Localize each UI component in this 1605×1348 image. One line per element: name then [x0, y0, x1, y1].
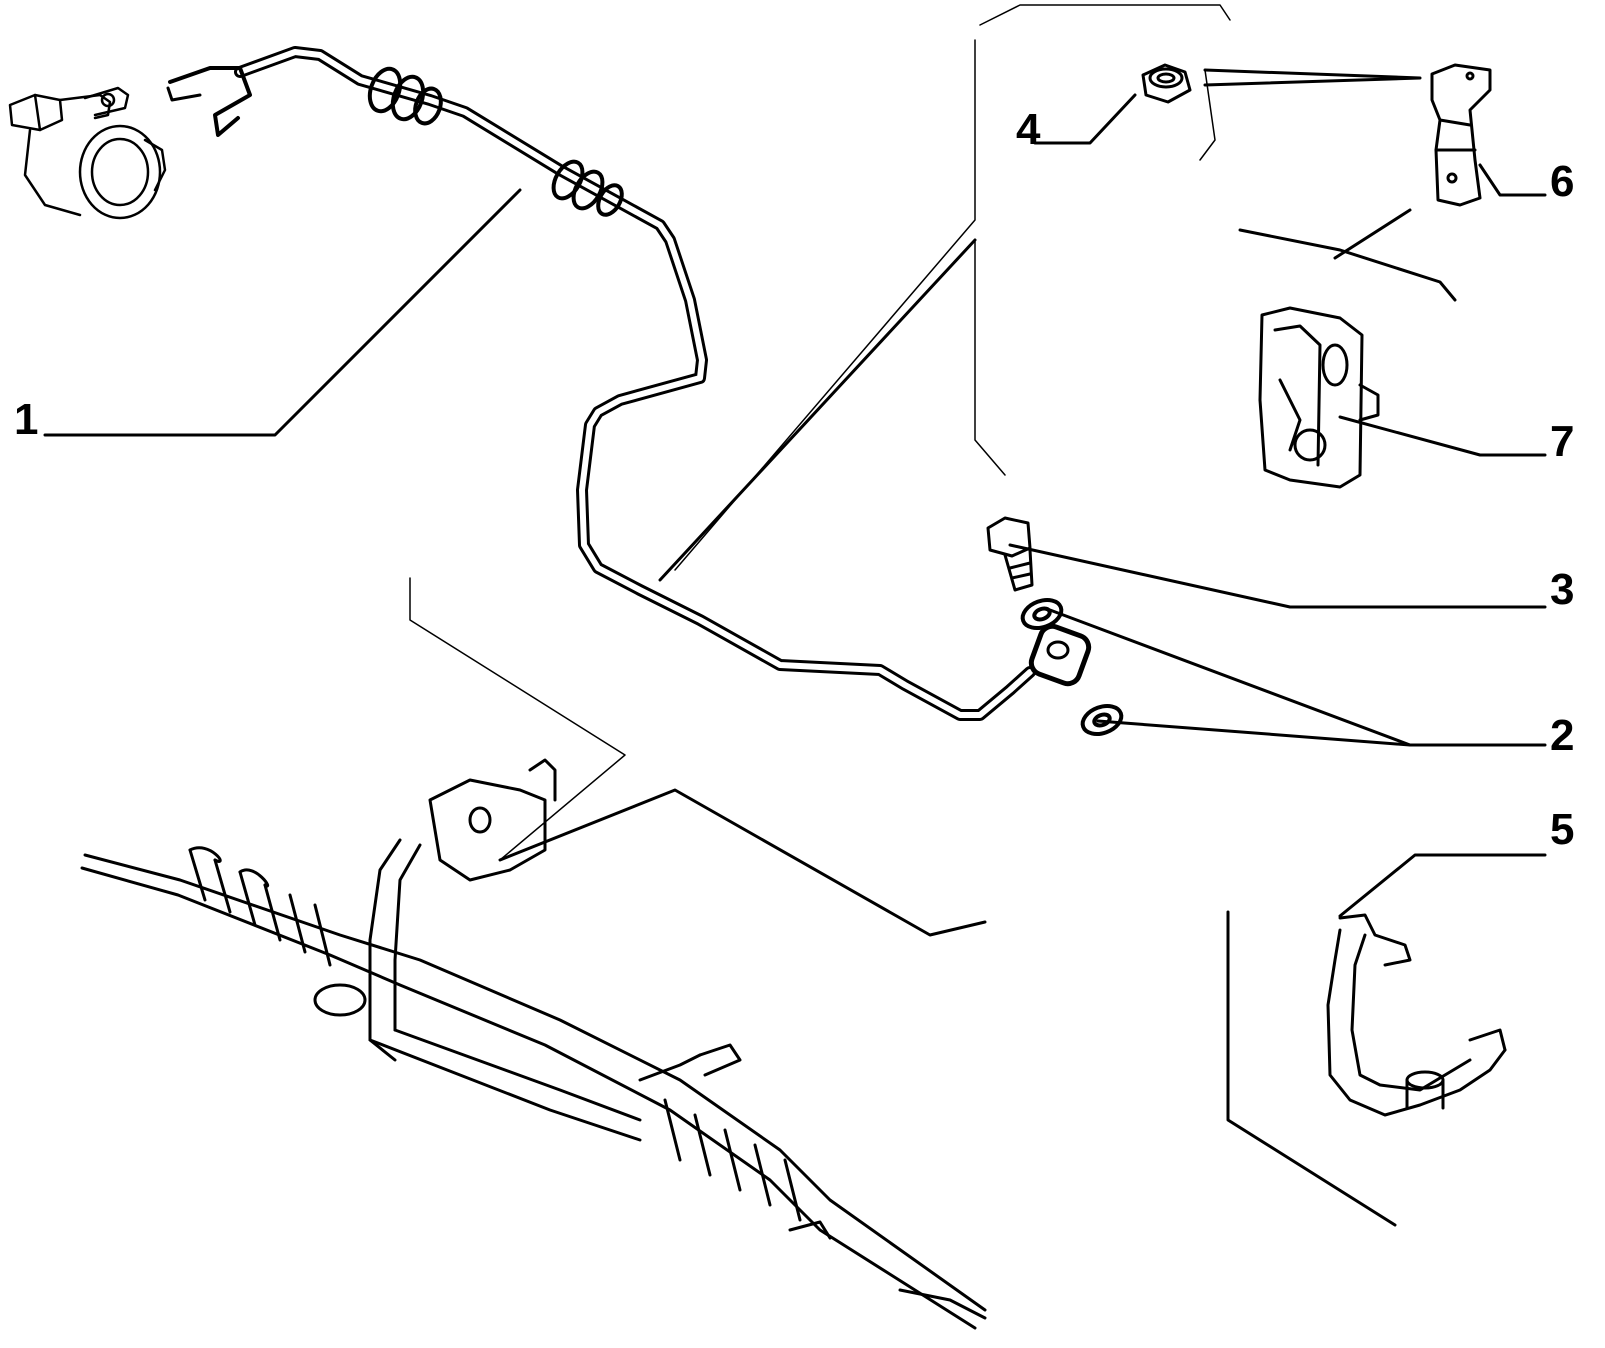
callout-label-5: 5	[1550, 805, 1575, 854]
sealing-washer-icon	[1020, 597, 1124, 737]
frame-lines-bold	[498, 238, 1397, 1227]
bracket-plate-icon	[1430, 63, 1492, 207]
leader-lines	[43, 68, 1547, 918]
callout-label-3: 3	[1550, 565, 1575, 614]
callout-label-1: 1	[14, 395, 39, 444]
callout-label-7: 7	[1550, 417, 1575, 466]
steering-rack-icon	[80, 758, 987, 1330]
callout-label-6: 6	[1550, 157, 1575, 206]
pressure-pipe-icon	[166, 46, 1092, 721]
callout-label-4: 4	[1016, 105, 1041, 154]
pump-fitting-icon	[8, 86, 167, 220]
pipe-bracket-icon	[1326, 913, 1507, 1117]
nut-icon	[1141, 63, 1192, 104]
frame-lines	[409, 4, 1231, 861]
banjo-bolt-icon	[986, 516, 1034, 592]
callout-label-2: 2	[1550, 711, 1575, 760]
pipe-support-clip-icon	[1258, 306, 1380, 489]
